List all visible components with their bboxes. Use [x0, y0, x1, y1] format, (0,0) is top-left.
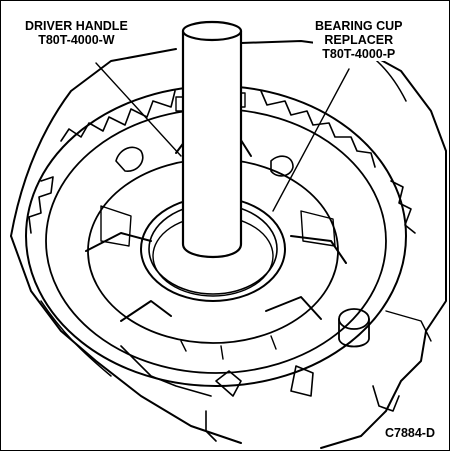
driver-handle-callout: DRIVER HANDLE T80T-4000-W [23, 19, 130, 47]
transmission-case [10, 40, 447, 449]
driver-handle-name: DRIVER HANDLE [25, 19, 128, 33]
driver-handle-leader [95, 62, 182, 157]
driver-handle-shaft [181, 20, 243, 259]
case-lower-details [120, 308, 432, 442]
bearing-cup-part-number: T80T-4000-P [322, 47, 396, 61]
bearing-cup-name-2: REPLACER [324, 33, 394, 47]
bearing-cup-callout: BEARING CUP REPLACER T80T-4000-P [313, 19, 405, 61]
driver-handle-part-number: T80T-4000-W [38, 33, 115, 47]
bearing-cup-name-1: BEARING CUP [315, 19, 403, 33]
figure-id: C7884-D [384, 426, 435, 440]
bearing-cup-leader [272, 68, 350, 212]
